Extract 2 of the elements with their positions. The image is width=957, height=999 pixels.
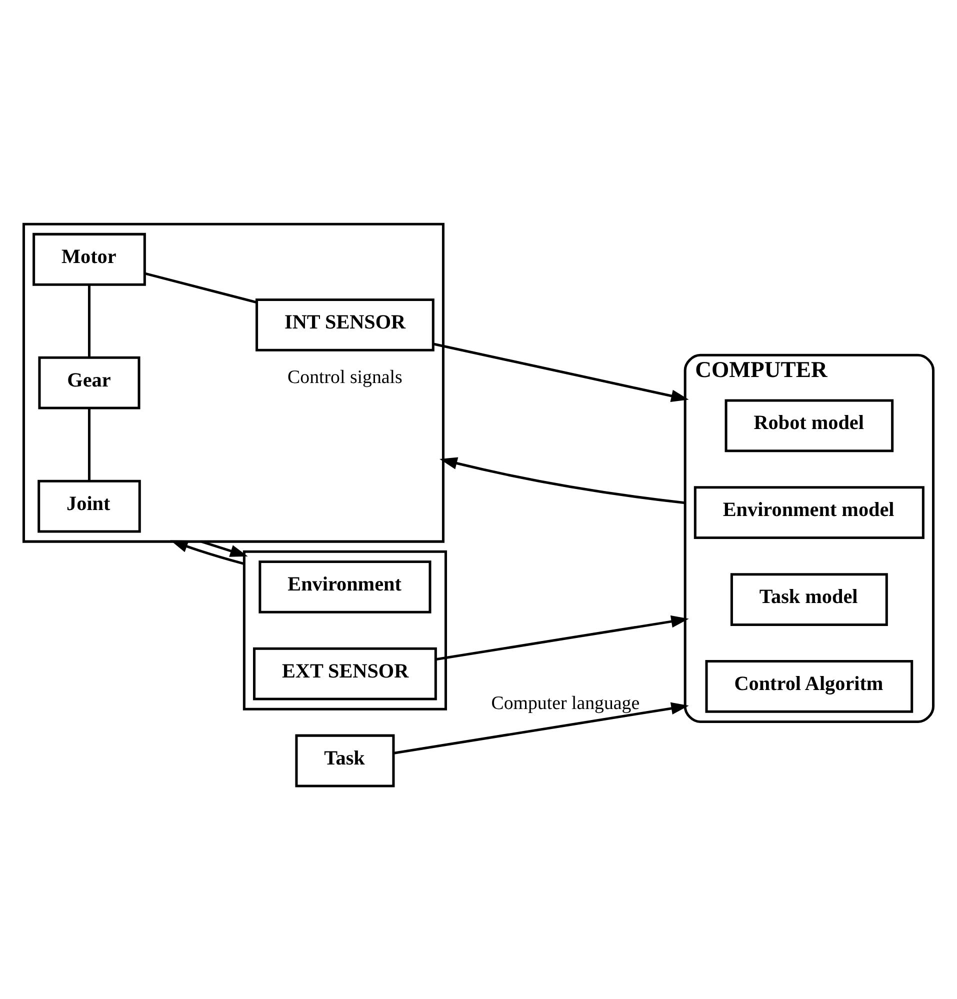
edge-label: Control signals — [288, 366, 402, 388]
edge-label: Computer language — [491, 692, 640, 714]
